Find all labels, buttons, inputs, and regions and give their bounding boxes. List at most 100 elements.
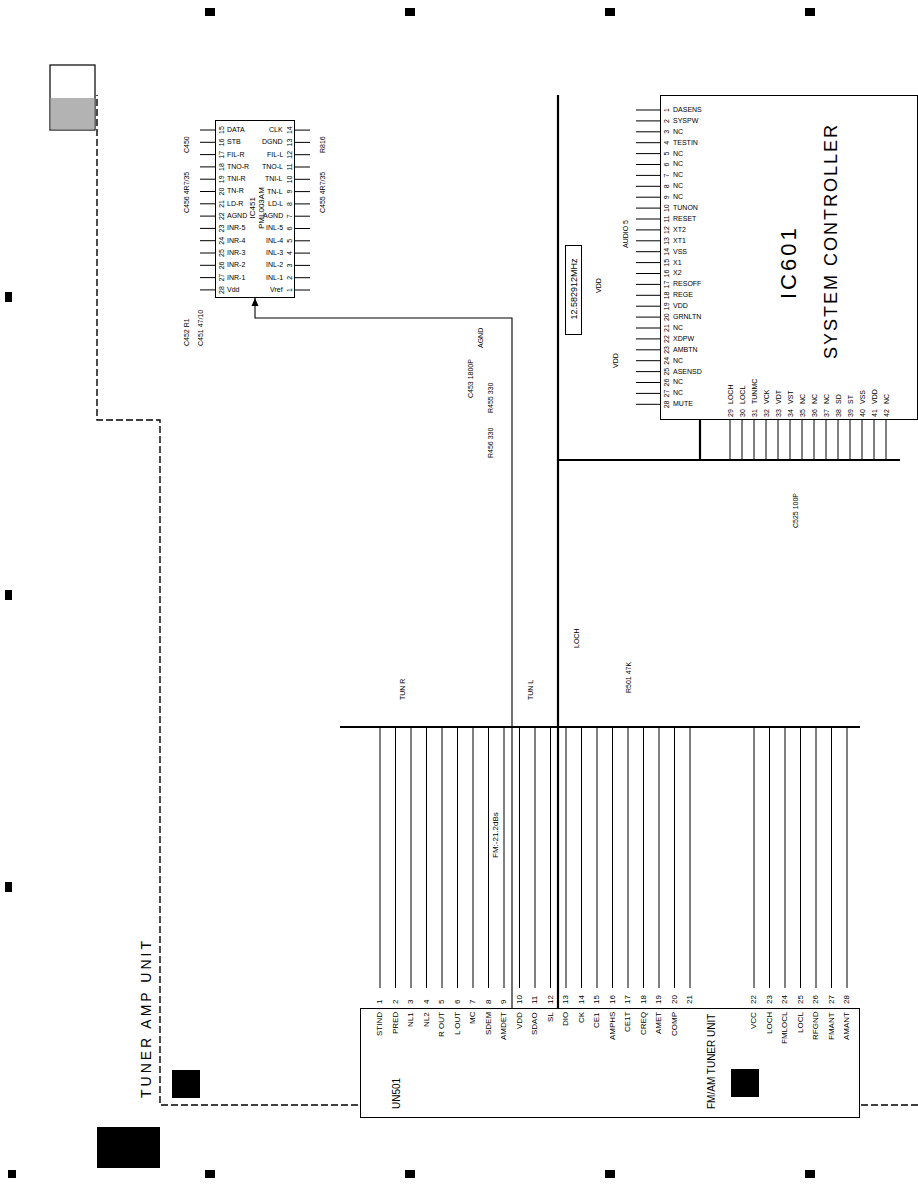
pin-name: VST <box>786 390 795 404</box>
component-label: AGND <box>476 328 485 348</box>
pin-number: 15 <box>592 995 602 1004</box>
pin-name: VCC <box>749 1012 759 1029</box>
component-label: R456 330 <box>486 428 495 458</box>
pin-number: 1 <box>285 288 294 292</box>
component-label: AUDIO 5 <box>621 220 630 248</box>
pin-name: RESOFF <box>673 280 701 288</box>
component-label: LOCH <box>572 629 581 648</box>
pin-name: DATA <box>227 126 245 134</box>
pin-name: VSS <box>673 248 687 256</box>
pin-lead <box>295 216 310 217</box>
pin-lead <box>200 228 215 229</box>
pin-number: 20 <box>662 313 671 321</box>
pin-number: 19 <box>662 302 671 310</box>
node-label: FM/AM TUNER UNIT <box>706 1014 718 1109</box>
pin-name: AMET <box>654 1012 664 1034</box>
pin-name: XT1 <box>673 237 686 245</box>
pin-lead <box>769 727 770 988</box>
pin-lead <box>802 420 803 460</box>
pin-number: 40 <box>858 409 867 417</box>
pin-name: SD <box>834 394 843 404</box>
pin-name: L OUT <box>453 1012 463 1035</box>
pin-lead <box>612 727 613 988</box>
pin-number: 23 <box>765 995 775 1004</box>
pin-name: NC <box>673 128 683 136</box>
pin-lead <box>550 727 551 988</box>
pin-lead <box>636 175 660 176</box>
pin-lead <box>636 120 660 121</box>
pin-lead <box>200 277 215 278</box>
pin-lead <box>566 727 567 988</box>
connector-line <box>255 298 512 1008</box>
registration-mark <box>405 1170 415 1178</box>
pin-number: 11 <box>530 996 540 1004</box>
pin-number: 13 <box>662 237 671 245</box>
pin-number: 12 <box>546 995 556 1004</box>
pin-number: 24 <box>662 357 671 365</box>
pin-number: 17 <box>623 995 633 1004</box>
pin-number: 26 <box>811 995 821 1004</box>
pin-name: NC <box>882 394 891 404</box>
pin-lead <box>200 216 215 217</box>
pin-number: 28 <box>842 995 852 1004</box>
pin-number: 3 <box>662 130 671 134</box>
pin-number: 29 <box>726 409 735 417</box>
pin-lead <box>800 727 801 988</box>
pin-lead <box>200 142 215 143</box>
pin-number: 17 <box>662 281 671 289</box>
pin-number: 8 <box>662 184 671 188</box>
pin-number: 9 <box>499 1000 509 1004</box>
pin-lead <box>766 420 767 460</box>
pin-lead <box>473 727 474 988</box>
pin-name: DIO <box>561 1012 571 1026</box>
pin-lead <box>395 727 396 988</box>
pin-number: 27 <box>827 995 837 1004</box>
component-label: R816 <box>318 136 327 153</box>
pin-lead <box>200 191 215 192</box>
pin-number: 15 <box>662 259 671 267</box>
component-label: C455 4R7/35 <box>318 172 327 213</box>
pin-lead <box>200 289 215 290</box>
registration-mark <box>205 8 215 16</box>
pin-number: 26 <box>662 379 671 387</box>
pin-number: 18 <box>217 163 226 171</box>
pin-number: 25 <box>217 249 226 257</box>
pin-name: NC <box>810 394 819 404</box>
pin-name: NC <box>798 394 807 404</box>
pin-number: 22 <box>749 995 759 1004</box>
pin-lead <box>816 727 817 988</box>
pin-name: ST <box>846 395 855 404</box>
pin-number: 17 <box>217 151 226 159</box>
pin-number: 35 <box>798 409 807 417</box>
pin-lead <box>411 727 412 988</box>
pin-name: NL2 <box>422 1012 432 1027</box>
unit-boundary <box>97 95 918 1105</box>
node-label: 12.582912MHz <box>568 258 580 319</box>
page-number-block <box>97 1127 160 1168</box>
pin-name: FIL-L <box>267 151 283 159</box>
pin-number: 18 <box>639 995 649 1004</box>
pin-name: FIL-R <box>227 151 245 159</box>
pin-number: 3 <box>285 264 294 268</box>
pin-lead <box>200 154 215 155</box>
pin-name: PRED <box>391 1012 401 1034</box>
pin-name: Vdd <box>227 286 239 294</box>
pin-name: AMBTN <box>673 346 698 354</box>
pin-name: DGND <box>262 138 283 146</box>
pin-number: 5 <box>662 152 671 156</box>
pin-lead <box>636 360 660 361</box>
pin-name: CK <box>577 1012 587 1023</box>
pin-lead <box>636 251 660 252</box>
pin-lead <box>295 130 310 131</box>
pin-number: 7 <box>285 214 294 218</box>
node-label: IC451 <box>248 197 257 218</box>
pin-name: INR-2 <box>227 261 245 269</box>
pin-name: TN-R <box>227 188 244 196</box>
pin-number: 27 <box>217 274 226 282</box>
registration-mark <box>205 1170 215 1178</box>
pin-name: INL-4 <box>266 237 283 245</box>
pin-name: INR-4 <box>227 237 245 245</box>
component-label: R501 47K <box>624 662 633 693</box>
